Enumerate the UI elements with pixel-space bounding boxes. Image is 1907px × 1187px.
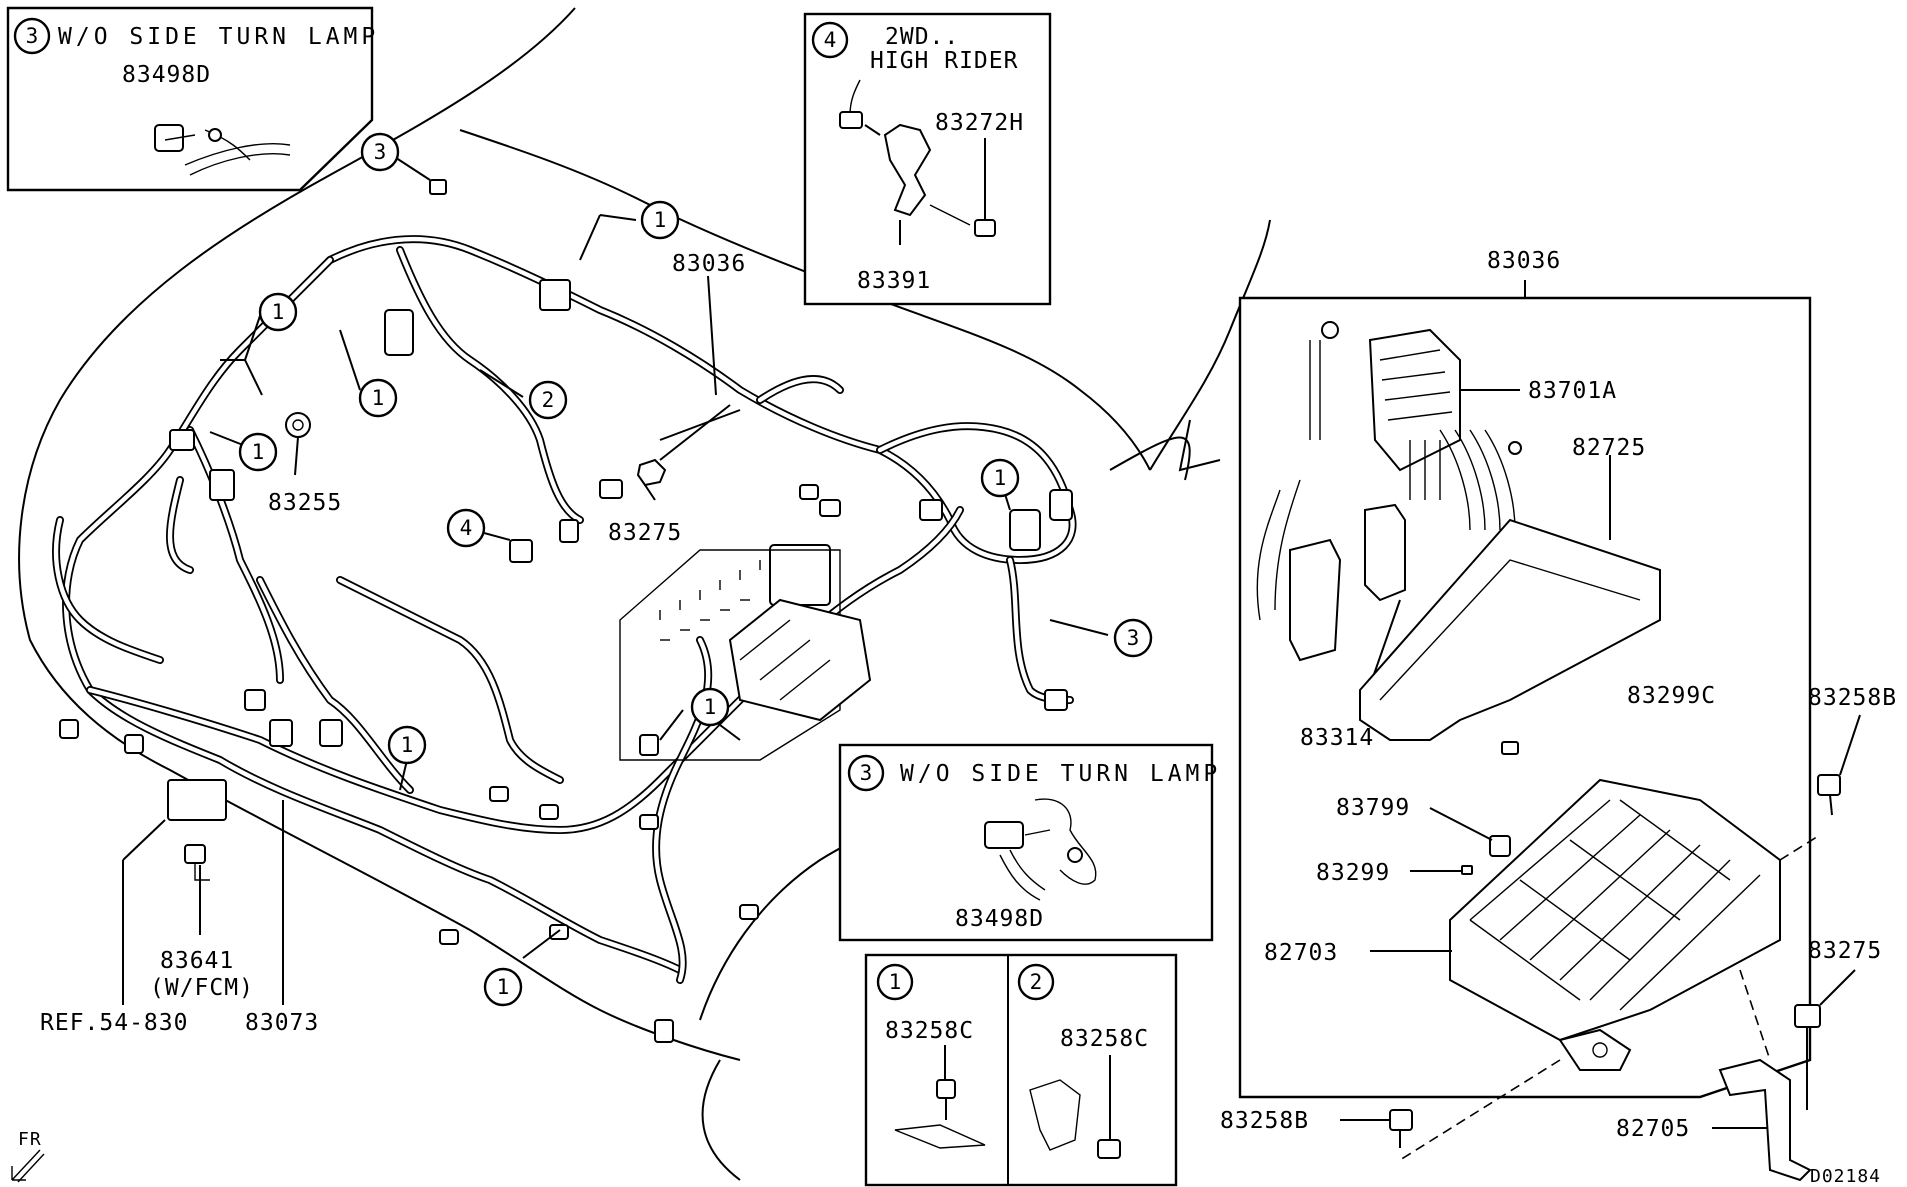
callout-1-g: 1 <box>387 725 427 765</box>
inset-top-left: 3 W/O SIDE TURN LAMP 83498D <box>6 6 379 192</box>
inset-top-left-number: 3 <box>26 24 39 48</box>
label-ref-54-830: REF.54-830 <box>40 1010 188 1036</box>
inset-top-left-part: 83498D <box>122 62 211 88</box>
svg-text:4: 4 <box>460 516 473 540</box>
svg-text:1: 1 <box>372 386 385 410</box>
svg-text:1: 1 <box>497 975 510 999</box>
callout-1-b: 1 <box>258 292 298 332</box>
inset-bottom-1-part: 83258C <box>885 1018 974 1044</box>
inset-mid-number: 3 <box>860 761 873 785</box>
main-relay-box-view <box>619 549 872 761</box>
clip-83275-shape <box>636 458 667 487</box>
callout-1-c: 1 <box>358 378 398 418</box>
label-83275: 83275 <box>608 520 682 546</box>
label-83314: 83314 <box>1300 725 1374 751</box>
callout-1-f: 1 <box>690 687 730 727</box>
inset-top-left-title: W/O SIDE TURN LAMP <box>58 24 379 50</box>
svg-text:1: 1 <box>401 733 414 757</box>
svg-text:1: 1 <box>704 695 717 719</box>
label-83255: 83255 <box>268 490 342 516</box>
svg-text:1: 1 <box>272 300 285 324</box>
relay-box-detail: 83036 83701A 83314 82725 83299C 83799 83 <box>1238 248 1821 1161</box>
label-83258B-right: 83258B <box>1808 685 1897 711</box>
inset-bottom-2-part: 83258C <box>1060 1026 1149 1052</box>
label-83299: 83299 <box>1316 860 1390 886</box>
callout-2: 2 <box>528 380 568 420</box>
inset-top-center-part-b: 83391 <box>857 268 931 294</box>
inset-top-center-part-a: 83272H <box>935 110 1024 136</box>
inset-bottom-2-number: 2 <box>1030 970 1043 994</box>
callout-3-a: 3 <box>360 132 400 172</box>
label-82725: 82725 <box>1572 435 1646 461</box>
svg-text:1: 1 <box>994 466 1007 490</box>
callout-1-h: 1 <box>483 967 523 1007</box>
label-82705: 82705 <box>1616 1116 1690 1142</box>
vehicle-body-outline <box>18 7 1271 1181</box>
inset-mid-part: 83498D <box>955 906 1044 932</box>
engine-wiring-harness <box>52 235 1077 984</box>
svg-text:3: 3 <box>1127 626 1140 650</box>
fr-label: FR <box>18 1129 42 1150</box>
svg-text:1: 1 <box>252 440 265 464</box>
inset-top-center-title-2: HIGH RIDER <box>870 48 1018 74</box>
front-direction-arrow: FR <box>11 1129 45 1183</box>
inset-mid-title: W/O SIDE TURN LAMP <box>900 761 1221 787</box>
outside-parts: 83258B 83275 83258B 82705 <box>1220 685 1897 1182</box>
label-83073: 83073 <box>245 1010 319 1036</box>
harness-connectors <box>59 159 1073 1043</box>
callout-3-b: 3 <box>1113 618 1153 658</box>
callout-4: 4 <box>446 508 486 548</box>
clip-83255-shape <box>285 412 311 438</box>
label-83275-right: 83275 <box>1808 938 1882 964</box>
inset-mid: 3 W/O SIDE TURN LAMP 83498D <box>838 743 1221 942</box>
label-83701A: 83701A <box>1528 378 1617 404</box>
inset-bottom: 1 83258C 2 83258C <box>864 953 1178 1187</box>
svg-text:3: 3 <box>374 140 387 164</box>
label-82703: 82703 <box>1264 940 1338 966</box>
inset-bottom-1-number: 1 <box>889 970 902 994</box>
callout-1-d: 1 <box>238 432 278 472</box>
label-83036-harness: 83036 <box>672 251 746 277</box>
callout-1-a: 1 <box>640 200 680 240</box>
relay-83641-shape <box>167 779 227 881</box>
inset-top-center-number: 4 <box>824 28 837 52</box>
leader-lines <box>122 151 1109 1005</box>
label-83258B-bottom: 83258B <box>1220 1108 1309 1134</box>
label-83299C: 83299C <box>1627 683 1716 709</box>
svg-text:2: 2 <box>542 388 555 412</box>
inset-top-center-title-1: 2WD.. <box>885 24 959 50</box>
relay-box-title: 83036 <box>1487 248 1561 274</box>
label-83799: 83799 <box>1336 795 1410 821</box>
drawing-id: D02184 <box>1810 1166 1881 1187</box>
inset-top-center: 4 2WD.. HIGH RIDER 83272H 83391 <box>803 12 1052 306</box>
callout-1-e: 1 <box>980 458 1020 498</box>
svg-text:1: 1 <box>654 208 667 232</box>
label-83641: 83641 <box>160 948 234 974</box>
label-w-fcm: (W/FCM) <box>150 975 254 1001</box>
